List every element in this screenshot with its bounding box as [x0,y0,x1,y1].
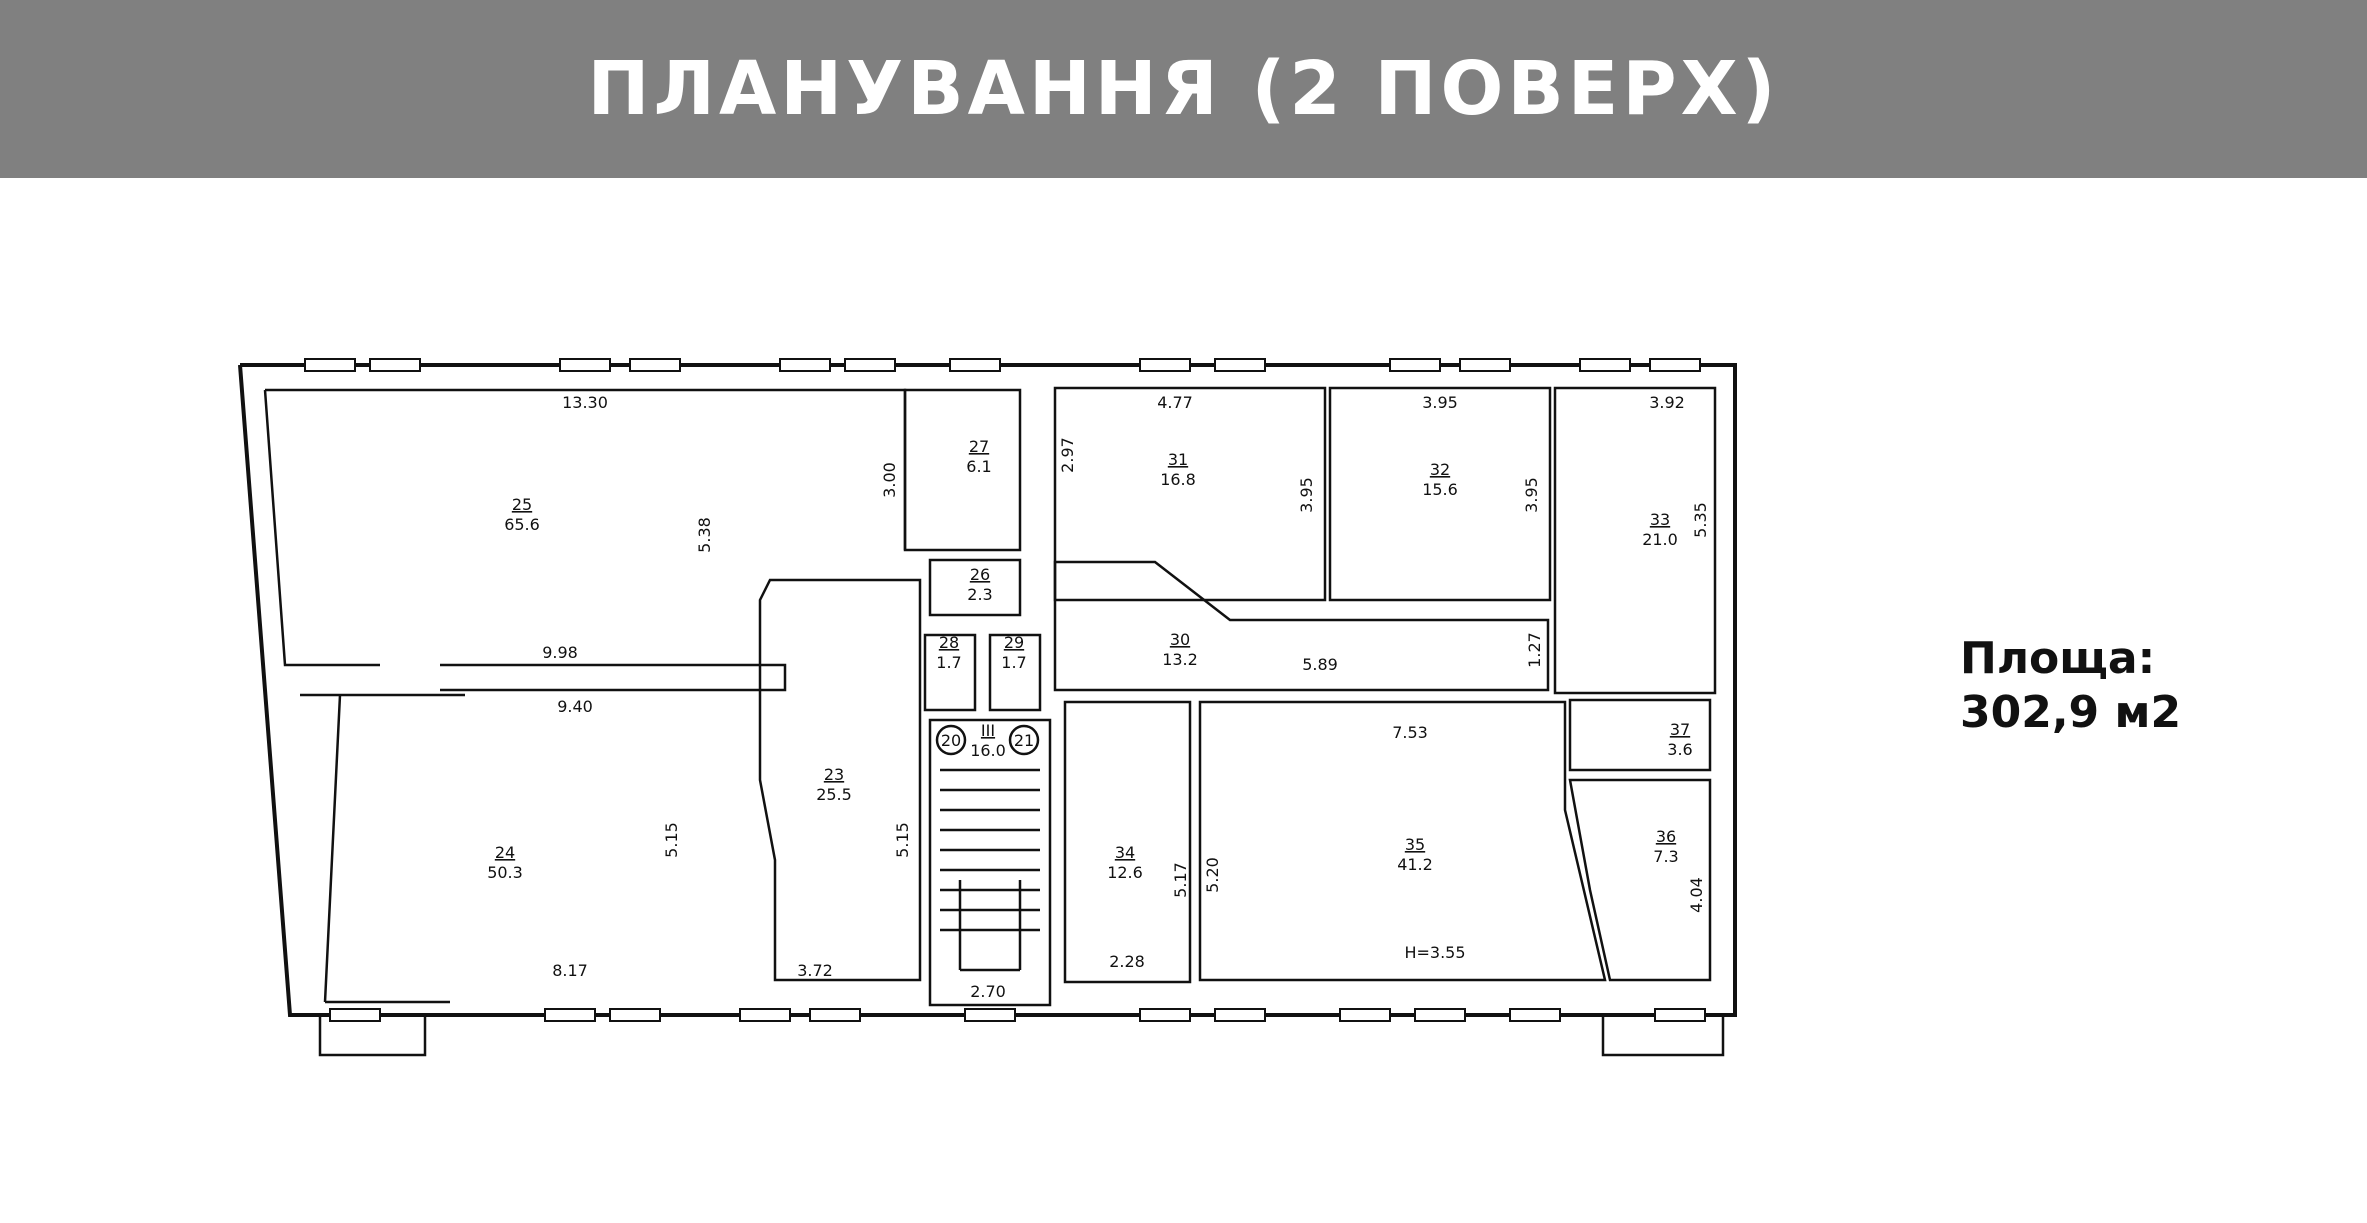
room-32-outline [1328,386,1552,602]
dimension-label: 5.38 [695,517,714,553]
stair-marker: 21 [1014,731,1034,750]
dimension-label: 5.17 [1171,862,1190,898]
dimension-label: 9.98 [542,643,578,662]
room-28-outline [923,633,977,712]
room-number: 35 [1405,835,1425,854]
dimension-label: 5.15 [893,822,912,858]
dimension-label: 4.04 [1687,877,1706,913]
floor-plan-drawing: 25 65.6 27 6.1 31 16.8 32 15.6 33 21.0 2… [238,358,1737,1057]
page-title: ПЛАНУВАННЯ (2 ПОВЕРХ) [587,46,1780,132]
room-area: 2.3 [967,585,992,604]
dimension-label: 8.17 [552,961,588,980]
room-area: 7.3 [1653,847,1678,866]
room-area: 16.8 [1160,470,1196,489]
room-31-outline [1053,386,1327,602]
room-34-outline [1063,700,1192,984]
header-bar: ПЛАНУВАННЯ (2 ПОВЕРХ) [0,0,2367,178]
dimension-label: 5.15 [662,822,681,858]
room-area: 21.0 [1642,530,1678,549]
area-label: Площа: [1960,633,2156,684]
dimension-label: 5.89 [1302,655,1338,674]
room-area: 6.1 [966,457,991,476]
stair-marker-circle-20 [935,724,967,756]
room-III-outline [928,718,1052,1007]
dimension-label: 2.28 [1109,952,1145,971]
staircase [940,768,1040,972]
room-number: 26 [970,565,990,584]
room-area: 50.3 [487,863,523,882]
room-35-outline [1198,700,1607,982]
room-number: 30 [1170,630,1190,649]
dimension-label: 3.95 [1297,477,1316,513]
room-number: 31 [1168,450,1188,469]
dimension-label: 3.92 [1649,393,1685,412]
room-number: 29 [1004,633,1024,652]
room-area: 1.7 [1001,653,1026,672]
room-37-outline [1568,698,1712,772]
room-27-outline [903,388,1022,552]
room-number: 28 [939,633,959,652]
room-number: 34 [1115,843,1135,862]
dimension-label: 3.00 [880,462,899,498]
room-number: 33 [1650,510,1670,529]
windows [304,358,1706,1022]
room-number: 25 [512,495,532,514]
room-36-outline [1568,778,1712,982]
dimension-label: 3.95 [1422,393,1458,412]
dimension-label: 9.40 [557,697,593,716]
dimension-label: 3.72 [797,961,833,980]
room-area: 65.6 [504,515,540,534]
room-number: 36 [1656,827,1676,846]
room-30-outline [1053,560,1550,692]
room-23-outline [758,578,922,982]
room-area: 16.0 [970,741,1006,760]
room-number: 32 [1430,460,1450,479]
dimension-label: 3.95 [1522,477,1541,513]
floor-plan: 25 65.6 27 6.1 31 16.8 32 15.6 33 21.0 2… [150,290,1850,1090]
dimension-label: 2.70 [970,982,1006,1001]
room-26-outline [928,558,1022,617]
room-29-outline [988,633,1042,712]
room-area: 12.6 [1107,863,1143,882]
area-summary: Площа: 302,9 м2 [1960,632,2260,740]
dimension-label: 4.77 [1157,393,1193,412]
room-area: 15.6 [1422,480,1458,499]
room-area: 25.5 [816,785,852,804]
dimension-label: 5.20 [1203,857,1222,893]
room-number: 23 [824,765,844,784]
room-area: 41.2 [1397,855,1433,874]
room-number: 27 [969,437,989,456]
stair-marker-circle-21 [1008,724,1040,756]
dimension-label: 2.97 [1058,437,1077,473]
room-number: 24 [495,843,515,862]
dimension-label: 5.35 [1691,502,1710,538]
room-area: 13.2 [1162,650,1198,669]
room-number: III [981,721,995,740]
dimension-label: 13.30 [562,393,608,412]
inner-outline [263,388,907,1004]
dimension-label: 1.27 [1525,632,1544,668]
room-number: 37 [1670,720,1690,739]
room-area: 1.7 [936,653,961,672]
stair-marker: 20 [941,731,961,750]
dimension-label: 7.53 [1392,723,1428,742]
area-value: 302,9 м2 [1960,687,2182,738]
room-area: 3.6 [1667,740,1692,759]
room-33-outline [1553,386,1717,695]
height-note: H=3.55 [1404,943,1465,962]
